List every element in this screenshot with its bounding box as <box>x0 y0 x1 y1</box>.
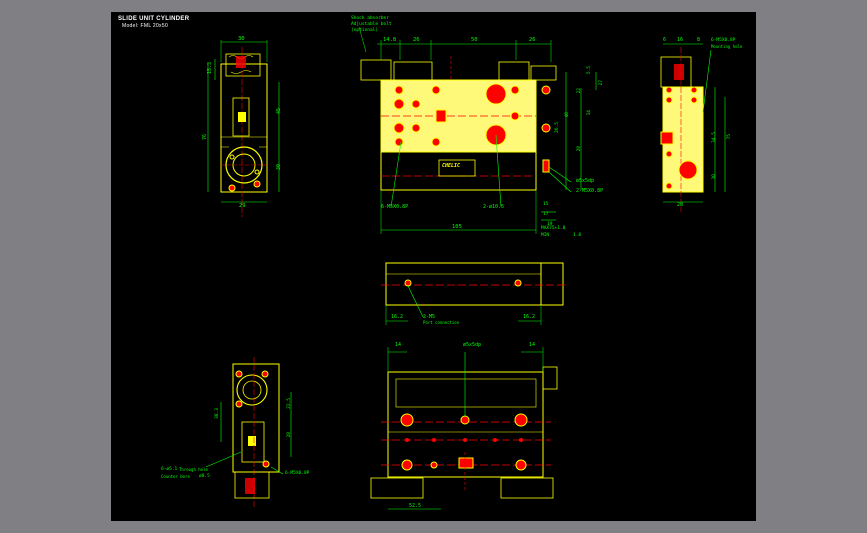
dim-bm-14b: 14 <box>529 342 536 348</box>
dim-right-16: 16 <box>677 37 684 43</box>
callout-right-m5: 6-M5X0.8P <box>711 38 736 43</box>
dim-bl-22-5: 22.5 <box>287 398 292 409</box>
callout-bl-dia8-5: ø8.5 <box>199 474 210 479</box>
note-through-hole: Through hole <box>179 467 208 472</box>
note-adjustable-bolt: Adjustable bolt <box>351 22 392 27</box>
dim-front-50: 50 <box>471 37 478 43</box>
dim-front-26a: 26 <box>413 37 420 43</box>
dim-left-30b: 30 <box>276 164 282 171</box>
dim-front-40: 40 <box>565 112 570 118</box>
dim-left-76: 76 <box>202 134 208 141</box>
dim-front-14-8: 14.8 <box>383 37 397 43</box>
drawing-model: Model: FML 20x50 <box>122 23 169 29</box>
note-mounting-hole: Mounting hole <box>711 44 743 49</box>
dim-right-28: 28 <box>677 202 684 208</box>
drawing-svg <box>205 26 726 510</box>
dim-front-min-value: 1.8 <box>573 233 582 238</box>
note-shock-absorber: Shock absorber <box>351 16 389 21</box>
front-view <box>358 26 597 234</box>
dim-front-105: 105 <box>452 224 462 230</box>
dim-bl-28: 28 <box>287 432 292 438</box>
dim-front-14: 14 <box>587 110 592 116</box>
dim-right-10: 10 <box>712 174 717 180</box>
callout-bm-dia5: ø5x5dp <box>463 342 482 348</box>
dim-bv-16-2b: 16.2 <box>523 314 536 320</box>
dim-left-30: 30 <box>238 36 245 42</box>
dim-right-75: 75 <box>727 134 732 140</box>
bottom-view-top <box>381 262 566 325</box>
dim-front-19: 19 <box>547 222 553 227</box>
side-view-bottom-left <box>205 357 292 507</box>
drawing-title: SLIDE UNIT CYLINDER <box>118 16 190 22</box>
callout-bl-m5: 6-M5X0.8P <box>285 471 310 476</box>
dim-bv-16-2a: 16.2 <box>391 314 404 320</box>
side-view-left <box>207 40 280 217</box>
dim-right-8: 8 <box>697 37 701 43</box>
callout-bl-dia5-1: 6-ø5.1 <box>161 467 178 472</box>
callout-bv-2-m5: 2-M5 <box>423 314 436 320</box>
dim-front-22: 22 <box>577 88 582 94</box>
dim-front-26b: 26 <box>529 37 536 43</box>
callout-2-m5: 2-M5X0.8P <box>576 188 604 194</box>
dim-front-15: 15 <box>543 202 549 207</box>
note-port-connection: Port connection <box>423 320 460 325</box>
dim-bm-14a: 14 <box>395 342 402 348</box>
dim-front-max-stroke: MAX75+1.8 <box>541 226 566 231</box>
dim-front-27: 27 <box>599 80 604 86</box>
dim-left-45: 45 <box>276 108 282 115</box>
dim-front-26-5: 26.5 <box>555 122 560 133</box>
dim-front-5-5: 5.5 <box>587 66 592 75</box>
dim-bl-38-3: 38.3 <box>215 408 220 419</box>
dim-left-15-3: 15.3 <box>207 62 213 75</box>
dim-right-34-5: 34.5 <box>712 132 717 143</box>
brand-label: CHELIC <box>442 163 461 169</box>
cad-drawing-canvas: SLIDE UNIT CYLINDER Model: FML 20x50 <box>111 12 756 521</box>
dim-front-28: 28 <box>577 146 582 152</box>
dim-left-29: 29 <box>239 203 246 209</box>
bottom-view-main <box>370 347 558 510</box>
note-counter-bore: Counter bore <box>161 474 190 479</box>
dim-front-min-label: MIN <box>541 233 550 238</box>
callout-2-dia10-5: 2-ø10.5 <box>483 204 505 210</box>
dim-bm-52-5: 52.5 <box>409 503 422 509</box>
side-view-right <box>660 43 726 212</box>
callout-6-m5: 6-M5X0.8P <box>381 204 409 210</box>
note-optional: (optional) <box>351 28 379 33</box>
dim-right-6: 6 <box>663 37 667 43</box>
callout-dia5x5dp: ø5x5dp <box>576 178 595 184</box>
dim-front-17: 17 <box>543 212 549 217</box>
